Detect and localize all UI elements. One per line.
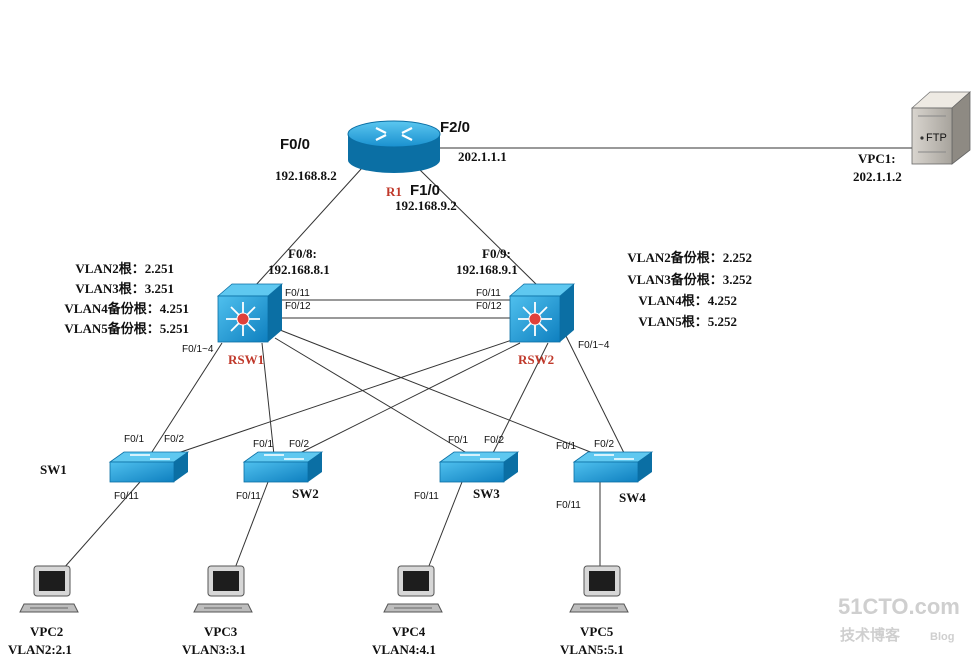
link-rsw2-sw3 xyxy=(491,342,549,456)
vpc3-pc-icon xyxy=(193,565,253,613)
rsw1-port-f012: F0/12 xyxy=(285,301,311,312)
watermark: 51CTO.com 技术博客 Blog xyxy=(838,594,960,644)
rsw1-name: RSW1 xyxy=(228,352,264,367)
link-rsw2-sw1 xyxy=(171,339,513,456)
rsw2-role-vlan4: VLAN4根：4.252 xyxy=(638,293,737,308)
watermark-sub: 技术博客 xyxy=(840,626,901,644)
rsw1-uplink-port: F0/8: xyxy=(288,246,317,261)
watermark-brand: 51CTO.com xyxy=(838,594,960,619)
rsw1-role-vlan5: VLAN5备份根：5.251 xyxy=(64,321,189,336)
link-sw1-vpc2 xyxy=(54,481,141,579)
sw3-port-f01: F0/1 xyxy=(448,435,468,446)
rsw2-icon xyxy=(508,283,576,343)
rsw2-uplink-port: F0/9: xyxy=(482,246,511,261)
rsw2-uplink-ip: 192.168.9.1 xyxy=(456,262,518,277)
vpc3-vlan: VLAN3:3.1 xyxy=(182,642,246,657)
sw1-icon xyxy=(108,451,190,483)
rsw2-down-ports: F0/1~4 xyxy=(578,340,610,351)
sw2-port-f01: F0/1 xyxy=(253,439,273,450)
router-ip-f00: 192.168.8.2 xyxy=(275,168,337,183)
sw1-port-f011: F0/11 xyxy=(114,491,139,502)
sw2-port-f011: F0/11 xyxy=(236,491,261,502)
rsw2-role-vlan3: VLAN3备份根：3.252 xyxy=(627,272,752,287)
sw1-port-f01: F0/1 xyxy=(124,434,144,445)
sw3-port-f011: F0/11 xyxy=(414,491,439,502)
link-rsw1-sw4 xyxy=(279,329,599,456)
router-ip-f10: 192.168.9.2 xyxy=(395,198,457,213)
ftp-server-label: FTP xyxy=(926,132,947,144)
vpc2-pc-icon xyxy=(19,565,79,613)
sw3-name: SW3 xyxy=(473,486,500,501)
rsw1-role-list: VLAN2根：2.251 VLAN3根：3.251 VLAN4备份根：4.251… xyxy=(64,261,189,336)
sw4-port-f01: F0/1 xyxy=(556,441,576,452)
sw4-icon xyxy=(572,451,654,483)
vpc5-vlan: VLAN5:5.1 xyxy=(560,642,624,657)
sw3-port-f02: F0/2 xyxy=(484,435,504,446)
server-name: VPC1: xyxy=(858,151,896,166)
vpc4-vlan: VLAN4:4.1 xyxy=(372,642,436,657)
rsw1-down-ports: F0/1~4 xyxy=(182,344,214,355)
rsw2-port-f012: F0/12 xyxy=(476,301,502,312)
sw1-name: SW1 xyxy=(40,462,67,477)
link-sw2-vpc3 xyxy=(231,481,269,577)
rsw1-role-vlan3: VLAN3根：3.251 xyxy=(75,281,174,296)
link-r1-rsw2 xyxy=(419,169,539,287)
link-rsw1-sw2 xyxy=(261,342,275,456)
watermark-blog: Blog xyxy=(930,631,954,643)
rsw1-role-vlan4: VLAN4备份根：4.251 xyxy=(64,301,189,316)
link-rsw2-sw4 xyxy=(565,335,626,456)
vpc5-pc-icon xyxy=(569,565,629,613)
rsw1-port-f011: F0/11 xyxy=(285,288,310,299)
sw2-icon xyxy=(242,451,324,483)
sw3-icon xyxy=(438,451,520,483)
rsw1-role-vlan2: VLAN2根：2.251 xyxy=(75,261,174,276)
rsw2-role-vlan5: VLAN5根：5.252 xyxy=(638,314,737,329)
link-r1-rsw1 xyxy=(254,167,363,287)
link-sw3-vpc4 xyxy=(424,481,463,577)
router-port-f20: F2/0 xyxy=(440,119,470,136)
sw4-name: SW4 xyxy=(619,490,646,505)
rsw1-uplink-ip: 192.168.8.1 xyxy=(268,262,330,277)
sw2-port-f02: F0/2 xyxy=(289,439,309,450)
links xyxy=(54,147,912,579)
sw1-port-f02: F0/2 xyxy=(164,434,184,445)
ftp-server-icon xyxy=(910,91,972,165)
router-ip-f20: 202.1.1.1 xyxy=(458,149,507,164)
rsw2-role-vlan2: VLAN2备份根：2.252 xyxy=(627,250,752,265)
link-rsw2-sw2 xyxy=(295,342,521,456)
router-port-f10: F1/0 xyxy=(410,182,440,199)
link-rsw1-sw3 xyxy=(274,337,471,456)
vpc4-name: VPC4 xyxy=(392,624,426,639)
vpc2-vlan: VLAN2:2.1 xyxy=(8,642,72,657)
sw2-name: SW2 xyxy=(292,486,319,501)
rsw2-name: RSW2 xyxy=(518,352,554,367)
router-port-f00: F0/0 xyxy=(280,136,310,153)
router-name: R1 xyxy=(386,184,402,199)
router-r1-icon xyxy=(347,120,441,173)
server-ip: 202.1.1.2 xyxy=(853,169,902,184)
vpc5-name: VPC5 xyxy=(580,624,614,639)
rsw2-port-f011: F0/11 xyxy=(476,288,501,299)
rsw2-role-list: VLAN2备份根：2.252 VLAN3备份根：3.252 VLAN4根：4.2… xyxy=(627,250,752,329)
rsw1-icon xyxy=(216,283,284,343)
vpc4-pc-icon xyxy=(383,565,443,613)
sw4-port-f011: F0/11 xyxy=(556,500,581,511)
vpc3-name: VPC3 xyxy=(204,624,238,639)
link-rsw1-sw1 xyxy=(149,342,223,456)
vpc2-name: VPC2 xyxy=(30,624,63,639)
sw4-port-f02: F0/2 xyxy=(594,439,614,450)
